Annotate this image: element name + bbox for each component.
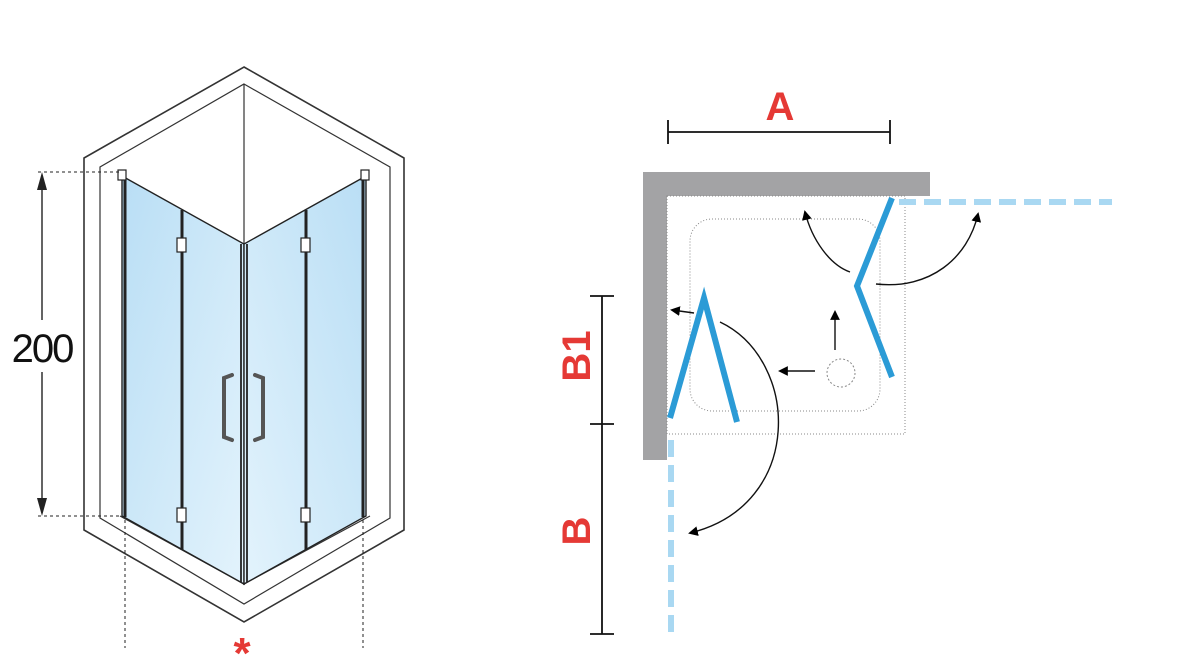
dimension-label-b1: B1 <box>555 330 599 381</box>
height-dimension <box>37 171 122 517</box>
hinge-icon <box>300 507 311 523</box>
drain-icon <box>826 358 856 388</box>
wall-left <box>643 172 667 460</box>
wall-top <box>643 172 930 196</box>
shower-tray <box>689 218 881 412</box>
fold-arrow-icon <box>670 306 695 316</box>
asterisk-marker: * <box>233 629 251 672</box>
folding-door-right <box>853 196 895 379</box>
door-handle-icon <box>253 373 265 442</box>
hinge-icon <box>176 237 187 253</box>
hinge-icon <box>300 237 311 253</box>
swing-arrow-icon <box>875 212 982 286</box>
isometric-view: 200 * <box>12 66 405 672</box>
folding-door-left <box>667 286 740 423</box>
swing-arrow-icon <box>688 321 780 536</box>
dimension-label-b: B <box>555 517 599 546</box>
swing-arrow-icon <box>802 210 851 273</box>
plan-view: A B1 B <box>555 85 1112 636</box>
hinge-icon <box>176 507 187 523</box>
height-label: 200 <box>12 327 73 371</box>
door-handle-icon <box>222 373 234 442</box>
dimension-label-a: A <box>766 85 795 129</box>
